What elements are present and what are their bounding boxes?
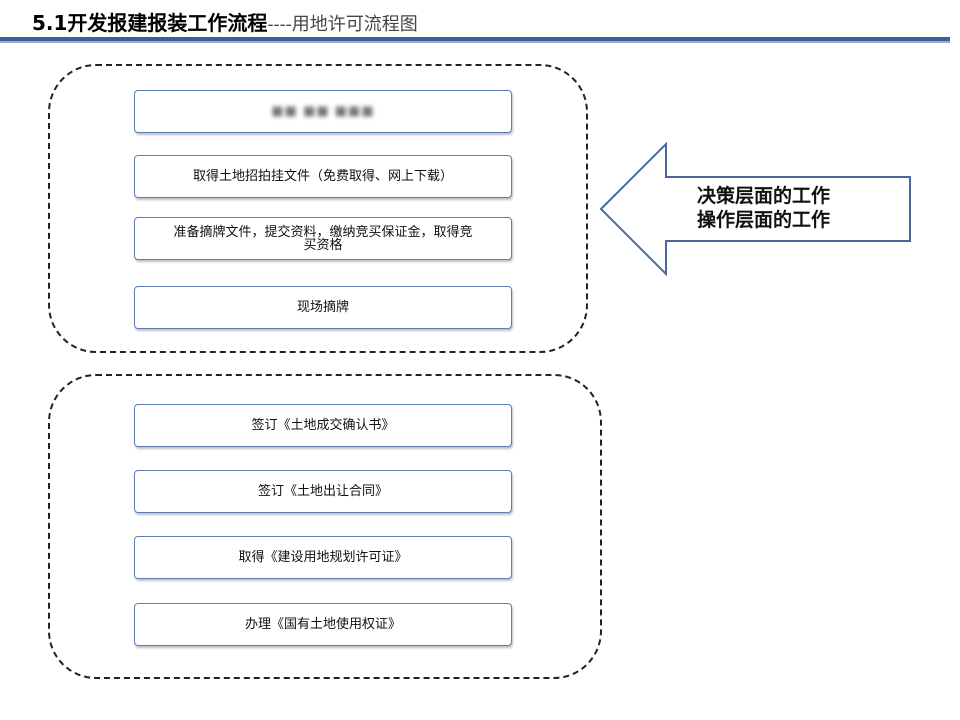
arrow-label-line2: 操作层面的工作 bbox=[697, 209, 831, 231]
step-label: 取得土地招拍挂文件（免费取得、网上下载） bbox=[192, 169, 453, 184]
left-arrow-callout bbox=[599, 141, 911, 277]
title-main: 5.1开发报建报装工作流程 bbox=[32, 11, 268, 35]
step-label: 现场摘牌 bbox=[296, 300, 349, 315]
step-label: 签订《土地成交确认书》 bbox=[251, 418, 395, 433]
step-label: 办理《国有土地使用权证》 bbox=[244, 617, 401, 632]
operation-steps-group bbox=[48, 374, 602, 679]
step-label-line1: 准备摘牌文件，提交资料，缴纳竞买保证金，取得竞 bbox=[173, 224, 473, 240]
step-label: 取得《建设用地规划许可证》 bbox=[238, 550, 408, 565]
step-box-planning-permit: 取得《建设用地规划许可证》 bbox=[134, 536, 512, 579]
step-box-onsite-bid: 现场摘牌 bbox=[134, 286, 512, 329]
step-box-sign-transfer-contract: 签订《土地出让合同》 bbox=[134, 470, 512, 513]
arrow-label: 决策层面的工作 操作层面的工作 bbox=[697, 184, 830, 232]
decision-steps-group bbox=[48, 64, 588, 353]
step-box-prepare-bid-docs: 准备摘牌文件，提交资料，缴纳竞买保证金，取得竞 买资格 bbox=[134, 217, 512, 260]
step-box-obtain-bidding-docs: 取得土地招拍挂文件（免费取得、网上下载） bbox=[134, 155, 512, 198]
title-underline-bar bbox=[0, 37, 950, 41]
step-label: ■■ ■■ ■■■ bbox=[271, 104, 375, 119]
arrow-label-line1: 决策层面的工作 bbox=[697, 185, 831, 207]
title-subtitle: ----用地许可流程图 bbox=[267, 14, 418, 35]
step-box-land-use-certificate: 办理《国有土地使用权证》 bbox=[134, 603, 512, 646]
left-arrow-shape bbox=[599, 141, 911, 277]
step-box-blurred: ■■ ■■ ■■■ bbox=[134, 90, 512, 133]
step-label: 签订《土地出让合同》 bbox=[257, 484, 388, 499]
title-underline-shadow bbox=[0, 41, 950, 43]
page-title: 5.1开发报建报装工作流程----用地许可流程图 bbox=[32, 8, 418, 38]
step-label-line2: 买资格 bbox=[303, 237, 343, 253]
step-box-sign-confirmation: 签订《土地成交确认书》 bbox=[134, 404, 512, 447]
